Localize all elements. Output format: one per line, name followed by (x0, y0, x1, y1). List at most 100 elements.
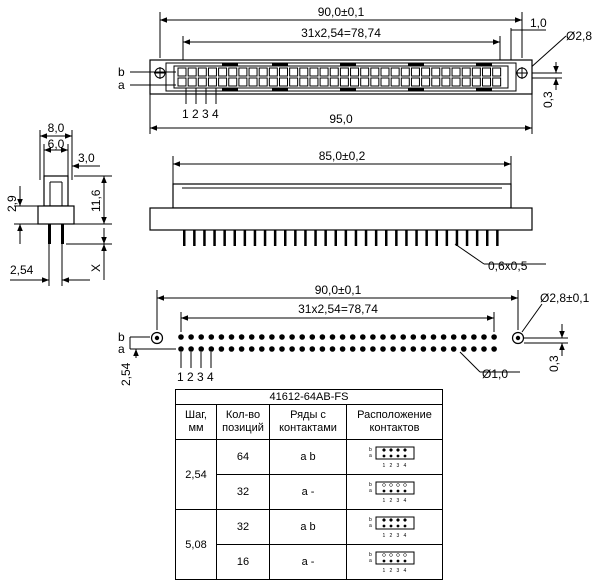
mini-row-b: b (369, 552, 372, 558)
pad-a (208, 346, 215, 352)
footprint-pads (178, 334, 497, 352)
contact-b (380, 67, 390, 77)
header-count: Кол-во позиций (216, 404, 270, 440)
front-pin (284, 230, 287, 246)
contact-b (177, 67, 187, 77)
pad-a (178, 346, 184, 352)
mini-pin-num: 4 (403, 463, 406, 469)
mini-pin-num: 4 (403, 498, 406, 504)
front-pin (395, 230, 398, 246)
cell-rows: a - (269, 544, 347, 580)
front-pin (445, 230, 449, 246)
cell-rows: a b (269, 439, 347, 475)
mini-contact-b (402, 553, 407, 557)
pad-b (188, 334, 194, 340)
table-title: 41612-64AB-FS (175, 389, 443, 405)
front-pin (455, 230, 459, 246)
front-pin (304, 230, 307, 246)
front-pin (334, 230, 337, 246)
contact-a (268, 77, 278, 87)
pad-b (380, 334, 386, 340)
contact-a (289, 77, 299, 87)
top-row-b: b (118, 65, 125, 79)
front-pin (243, 230, 247, 246)
contact-a (492, 77, 502, 87)
top-dim-overall: 90,0±0,1 (318, 5, 365, 19)
contact-b (421, 67, 431, 77)
pad-a (471, 346, 477, 352)
contact-a (187, 77, 197, 87)
pad-a (390, 346, 396, 352)
mini-contact-b (388, 518, 393, 522)
top-dim-hole: Ø2,8 (566, 29, 592, 43)
pad-a (289, 346, 295, 352)
mini-contact-b (395, 553, 400, 557)
mini-body (375, 551, 414, 565)
bottom-tab (272, 88, 288, 91)
front-dim-body: 85,0±0,2 (319, 149, 366, 163)
pad-a (430, 346, 437, 352)
mini-pin-num: 1 (382, 533, 385, 539)
front-pin (354, 230, 358, 246)
mini-row-b: b (369, 482, 372, 488)
top-tab (272, 63, 288, 66)
pad-b (319, 334, 326, 340)
top-tab (408, 63, 424, 66)
front-dim-pin: 0,6x0,5 (488, 259, 528, 273)
fp-dim-offset: 0,3 (547, 355, 561, 372)
mini-contact-b (381, 448, 386, 452)
contact-a (339, 77, 349, 87)
side-dim-inner: 6,0 (48, 137, 65, 151)
mini-contact-a (382, 524, 385, 528)
front-pin (213, 230, 216, 246)
top-pin-3: 3 (202, 107, 209, 121)
pad-b (279, 334, 285, 340)
pad-b (259, 334, 265, 340)
fp-pin-2: 2 (187, 370, 194, 384)
mini-body (375, 516, 414, 530)
cell-count: 32 (216, 509, 270, 545)
front-pin (344, 230, 348, 246)
contact-a (431, 77, 441, 87)
top-pin-4: 4 (212, 107, 219, 121)
mini-contact-b (395, 518, 400, 522)
footprint-view: 90,0±0,1 31x2,54=78,74 Ø2,8±0,1 b a 2,54… (118, 283, 590, 386)
fp-row-b: b (118, 330, 125, 344)
top-tab (222, 63, 238, 66)
mini-row-b: b (369, 517, 372, 523)
contact-a (390, 77, 400, 87)
contact-a (421, 77, 431, 87)
pad-a (380, 346, 386, 352)
contact-b (451, 67, 461, 77)
mini-pin-num: 3 (396, 533, 399, 539)
mini-row-a: a (369, 523, 372, 529)
front-pin (273, 230, 277, 246)
front-pin (496, 230, 499, 246)
mini-contact-b (388, 448, 393, 452)
cell-count: 16 (216, 544, 270, 580)
pad-b (450, 334, 457, 340)
front-pin (203, 230, 206, 246)
contact-a (319, 77, 329, 87)
contact-a (451, 77, 461, 87)
contact-b (258, 67, 268, 77)
pad-a (339, 346, 346, 352)
pad-a (198, 346, 204, 352)
fp-dim-overall: 90,0±0,1 (315, 283, 362, 297)
contact-a (309, 77, 319, 87)
pad-b (309, 334, 316, 340)
top-pin-2: 2 (192, 107, 199, 121)
pad-a (299, 346, 306, 352)
contact-b (370, 67, 380, 77)
side-dim-height: 11,6 (89, 189, 103, 212)
pad-b (461, 334, 467, 340)
top-tab (340, 63, 356, 66)
front-pin (223, 230, 226, 246)
pad-b (440, 334, 447, 340)
pad-a (481, 346, 487, 352)
top-dim-offset: 0,3 (541, 91, 555, 108)
